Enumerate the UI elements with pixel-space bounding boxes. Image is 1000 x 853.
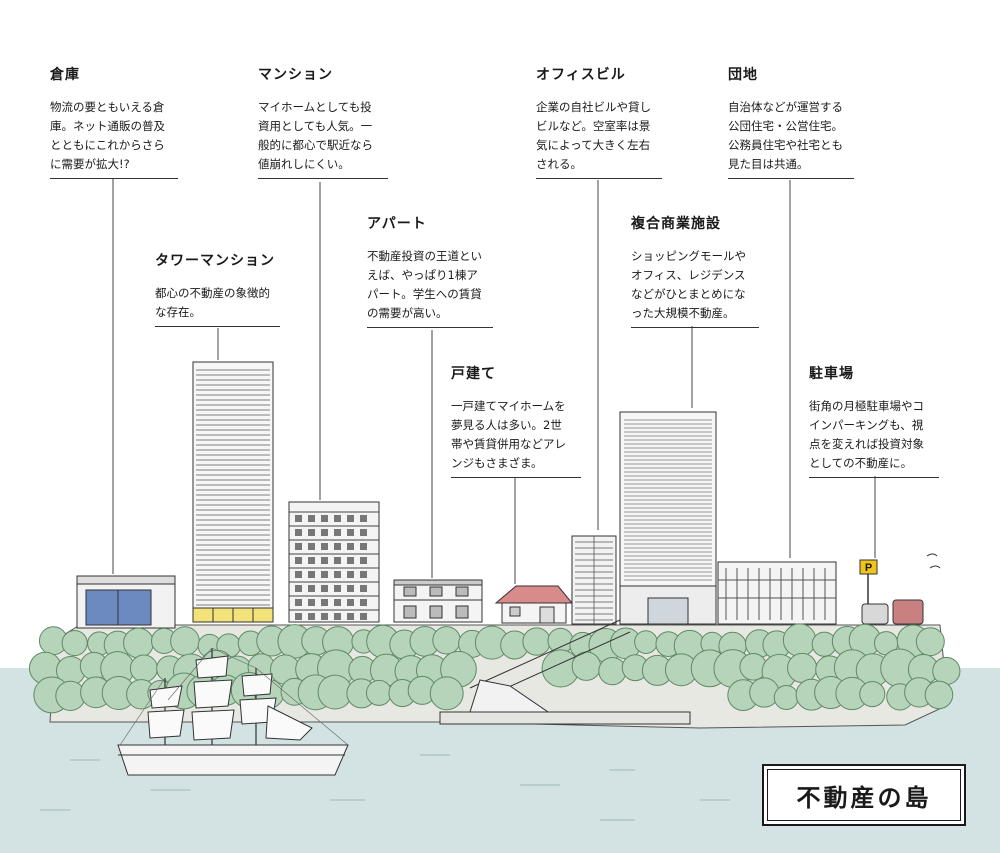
label-title: タワーマンション xyxy=(155,253,275,269)
label-rule xyxy=(451,477,581,478)
label-description: 物流の要ともいえる倉 庫。ネット通販の普及 とともにこれからさら に需要が拡大!… xyxy=(50,100,165,171)
label-title: 戸建て xyxy=(451,366,496,382)
label-title: 複合商業施設 xyxy=(631,216,721,232)
label-fukugou: 複合商業施設 ショッピングモールや オフィス、レジデンス などがひとまとめにな … xyxy=(631,215,759,328)
apartment-building xyxy=(393,579,483,623)
pier xyxy=(439,711,691,725)
label-office: オフィスビル 企業の自社ビルや貸し ビルなど。空室率は景 気によって大きく左右 … xyxy=(536,66,662,179)
label-description: 一戸建てマイホームを 夢見る人は多い。2世 帯や賃貸併用などアレ ンジもさまざま… xyxy=(451,399,566,470)
label-rule xyxy=(50,178,178,179)
label-description: 街角の月極駐車場やコ インパーキングも、視 点を変えれば投資対象 としての不動産… xyxy=(809,399,924,470)
label-apart: アパート 不動産投資の王道とい えば、やっぱり1棟ア パート。学生への賃貸 の需… xyxy=(367,215,493,328)
title-badge: 不動産の島 xyxy=(762,764,966,826)
title-badge-text: 不動産の島 xyxy=(796,783,932,812)
label-description: マイホームとしても投 資用としても人気。一 般的に都心で駅近なら 値崩れしにくい… xyxy=(258,100,373,171)
label-description: 自治体などが運営する 公団住宅・公営住宅。 公務員住宅や社宅とも 見た目は共通。 xyxy=(728,100,843,171)
leader-lines xyxy=(112,178,876,584)
label-parking: 駐車場 街角の月極駐車場やコ インパーキングも、視 点を変えれば投資対象 として… xyxy=(809,365,939,478)
forest xyxy=(28,623,961,714)
label-kodate: 戸建て 一戸建てマイホームを 夢見る人は多い。2世 帯や賃貸併用などアレ ンジも… xyxy=(451,365,581,478)
label-title: マンション xyxy=(258,67,333,83)
label-rule xyxy=(631,327,759,328)
label-title: 団地 xyxy=(728,67,758,83)
warehouse-building xyxy=(76,575,176,629)
label-title: 駐車場 xyxy=(809,366,854,382)
parking-lot xyxy=(859,553,941,625)
mansion-building xyxy=(288,501,380,623)
label-title: オフィスビル xyxy=(536,67,626,83)
tower-mansion-building xyxy=(192,361,274,623)
label-souko: 倉庫 物流の要ともいえる倉 庫。ネット通販の普及 とともにこれからさら に需要が… xyxy=(50,66,178,179)
label-mansion: マンション マイホームとしても投 資用としても人気。一 般的に都心で駅近なら 値… xyxy=(258,66,388,179)
label-description: ショッピングモールや オフィス、レジデンス などがひとまとめにな った大規模不動… xyxy=(631,249,746,320)
label-description: 都心の不動産の象徴的 な存在。 xyxy=(155,286,270,319)
label-title: 倉庫 xyxy=(50,67,80,83)
label-rule xyxy=(809,477,939,478)
label-rule xyxy=(536,178,662,179)
commercial-complex-building xyxy=(619,411,717,625)
label-title: アパート xyxy=(367,216,427,232)
parking-sign-letter: P xyxy=(865,562,872,574)
sailing-ship xyxy=(117,647,349,776)
label-danchi: 団地 自治体などが運営する 公団住宅・公営住宅。 公務員住宅や社宅とも 見た目は… xyxy=(728,66,854,179)
detached-house xyxy=(494,585,574,624)
label-tower: タワーマンション 都心の不動産の象徴的 な存在。 xyxy=(155,252,280,327)
danchi-building xyxy=(717,561,837,625)
label-rule xyxy=(258,178,388,179)
office-building xyxy=(571,535,617,625)
label-rule xyxy=(155,326,280,327)
label-description: 不動産投資の王道とい えば、やっぱり1棟ア パート。学生への賃貸 の需要が高い。 xyxy=(367,249,482,320)
label-rule xyxy=(728,178,854,179)
label-description: 企業の自社ビルや貸し ビルなど。空室率は景 気によって大きく左右 される。 xyxy=(536,100,651,171)
label-rule xyxy=(367,327,493,328)
